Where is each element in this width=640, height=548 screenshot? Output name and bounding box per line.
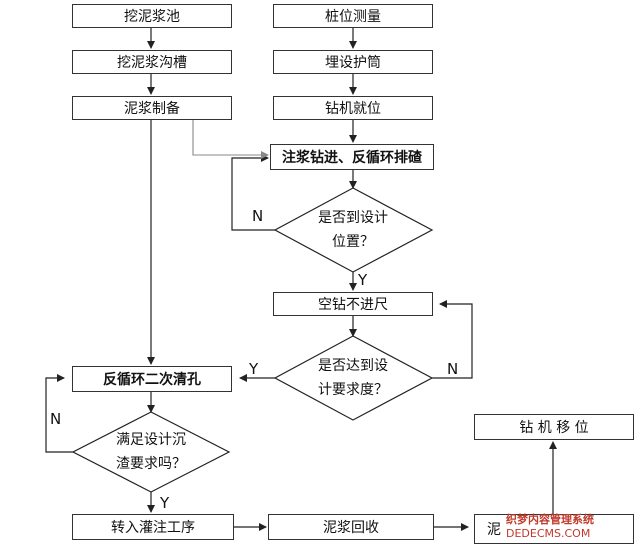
pile-survey-label: 桩位测量 <box>325 9 381 25</box>
mud-preparation-box: 泥浆制备 <box>72 96 232 120</box>
casing-install-label: 埋设护筒 <box>325 55 381 71</box>
to-pouring-label: 转入灌注工序 <box>111 520 195 536</box>
to-pouring-box: 转入灌注工序 <box>72 514 234 540</box>
mud-recycle-box: 泥浆回收 <box>268 514 434 540</box>
decision-design-depth-text: 是否达到设 计要求度？ <box>295 354 411 402</box>
decision-design-position-line2: 位置？ <box>332 234 374 250</box>
casing-install-box: 埋设护筒 <box>273 50 433 74</box>
decision-design-depth-line1: 是否达到设 <box>318 358 388 374</box>
reverse-circulation-clean-box: 反循环二次清孔 <box>72 366 232 392</box>
decision-design-position-text: 是否到设计 位置？ <box>295 206 411 254</box>
drilling-box: 注浆钻进、反循环排碴 <box>270 144 434 170</box>
decision-design-position-shape <box>273 187 434 273</box>
decision-sediment-shape <box>71 411 231 493</box>
rig-move-box: 钻 机 移 位 <box>474 414 634 440</box>
decision-sediment-line1: 满足设计沉 <box>116 432 186 448</box>
label-no-position: N <box>252 207 264 225</box>
dig-mud-pit-label: 挖泥浆池 <box>124 9 180 25</box>
dig-mud-trench-label: 挖泥浆沟槽 <box>117 55 187 71</box>
idle-drill-box: 空钻不进尺 <box>273 292 433 316</box>
dig-mud-trench-box: 挖泥浆沟槽 <box>72 50 232 74</box>
mud-recycle-label: 泥浆回收 <box>323 520 379 536</box>
rig-move-label: 钻 机 移 位 <box>519 420 589 436</box>
decision-sediment-text: 满足设计沉 渣要求吗？ <box>93 428 209 476</box>
watermark-line2: DEDECMS.COM <box>506 527 591 540</box>
decision-design-position-line1: 是否到设计 <box>318 210 388 226</box>
reverse-circulation-clean-label: 反循环二次清孔 <box>103 372 201 388</box>
rig-position-box: 钻机就位 <box>273 96 433 120</box>
rig-position-label: 钻机就位 <box>325 101 381 117</box>
partial-box-label: 泥 <box>487 522 501 538</box>
mud-preparation-label: 泥浆制备 <box>124 101 180 117</box>
label-yes-position: Y <box>358 271 368 289</box>
pile-survey-box: 桩位测量 <box>273 4 433 28</box>
label-yes-depth: Y <box>249 360 259 378</box>
dig-mud-pit-box: 挖泥浆池 <box>72 4 232 28</box>
watermark: 织梦内容管理系统 DEDECMS.COM <box>506 513 638 545</box>
decision-design-depth-shape <box>273 335 434 421</box>
decision-sediment-line2: 渣要求吗？ <box>116 456 186 472</box>
decision-design-depth-line2: 计要求度？ <box>318 382 388 398</box>
drilling-label: 注浆钻进、反循环排碴 <box>282 150 422 166</box>
partial-box: 泥 <box>474 514 634 544</box>
label-no-depth: N <box>447 360 459 378</box>
watermark-line1: 织梦内容管理系统 <box>506 513 594 526</box>
label-no-sediment: N <box>50 410 62 428</box>
label-yes-sediment: Y <box>160 494 170 512</box>
idle-drill-label: 空钻不进尺 <box>318 297 388 313</box>
